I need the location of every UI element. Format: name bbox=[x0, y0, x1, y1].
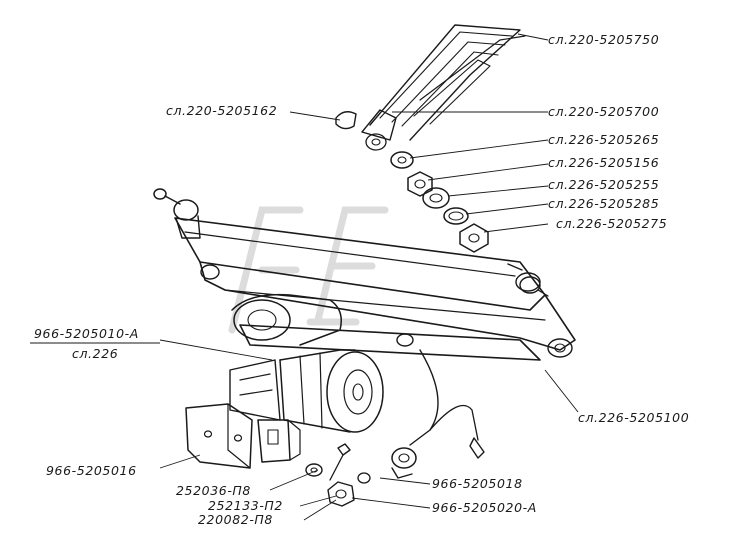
wiper-blade-drawing bbox=[369, 24, 526, 141]
motor-drawing bbox=[229, 293, 384, 433]
bracket-drawing bbox=[185, 403, 301, 469]
label-cap: сл.220-5205162 bbox=[166, 103, 277, 118]
label-switch-020: 966-5205020-А bbox=[432, 500, 537, 515]
left-spindle-drawing bbox=[153, 188, 201, 239]
switch-drawing bbox=[357, 349, 485, 484]
label-linkage: сл.226-5205100 bbox=[578, 410, 689, 425]
label-connector-018: 966-5205018 bbox=[432, 476, 523, 491]
label-bolt-2: 252133-П2 bbox=[208, 498, 283, 513]
bolts-drawing bbox=[305, 443, 355, 507]
label-bracket: 966-5205016 bbox=[46, 463, 137, 478]
label-blade: сл.220-5205750 bbox=[548, 32, 659, 47]
cap-drawing bbox=[335, 111, 357, 130]
label-bolt-3: 220082-П8 bbox=[198, 512, 273, 527]
label-nut-156: сл.226-5205156 bbox=[548, 155, 659, 170]
label-motor-bottom: сл.226 bbox=[72, 346, 118, 361]
watermark bbox=[228, 206, 389, 334]
part-labels: сл.220-5205750 сл.220-5205162 сл.220-520… bbox=[30, 32, 689, 527]
label-washer-265: сл.226-5205265 bbox=[548, 132, 659, 147]
wiper-arm-drawing bbox=[361, 109, 397, 151]
linkage-frame-drawing bbox=[174, 217, 576, 361]
label-bolt-1: 252036-П8 bbox=[176, 483, 251, 498]
label-ring-285: сл.226-5205285 bbox=[548, 196, 659, 211]
label-bushing-255: сл.226-5205255 bbox=[548, 177, 659, 192]
label-arm: сл.220-5205700 bbox=[548, 104, 659, 119]
fastener-stack-drawing bbox=[390, 151, 489, 253]
label-nut-275: сл.226-5205275 bbox=[556, 216, 667, 231]
label-motor-top: 966-5205010-А bbox=[34, 326, 139, 341]
right-spindle-drawing bbox=[507, 263, 549, 297]
leader-lines bbox=[159, 33, 579, 521]
